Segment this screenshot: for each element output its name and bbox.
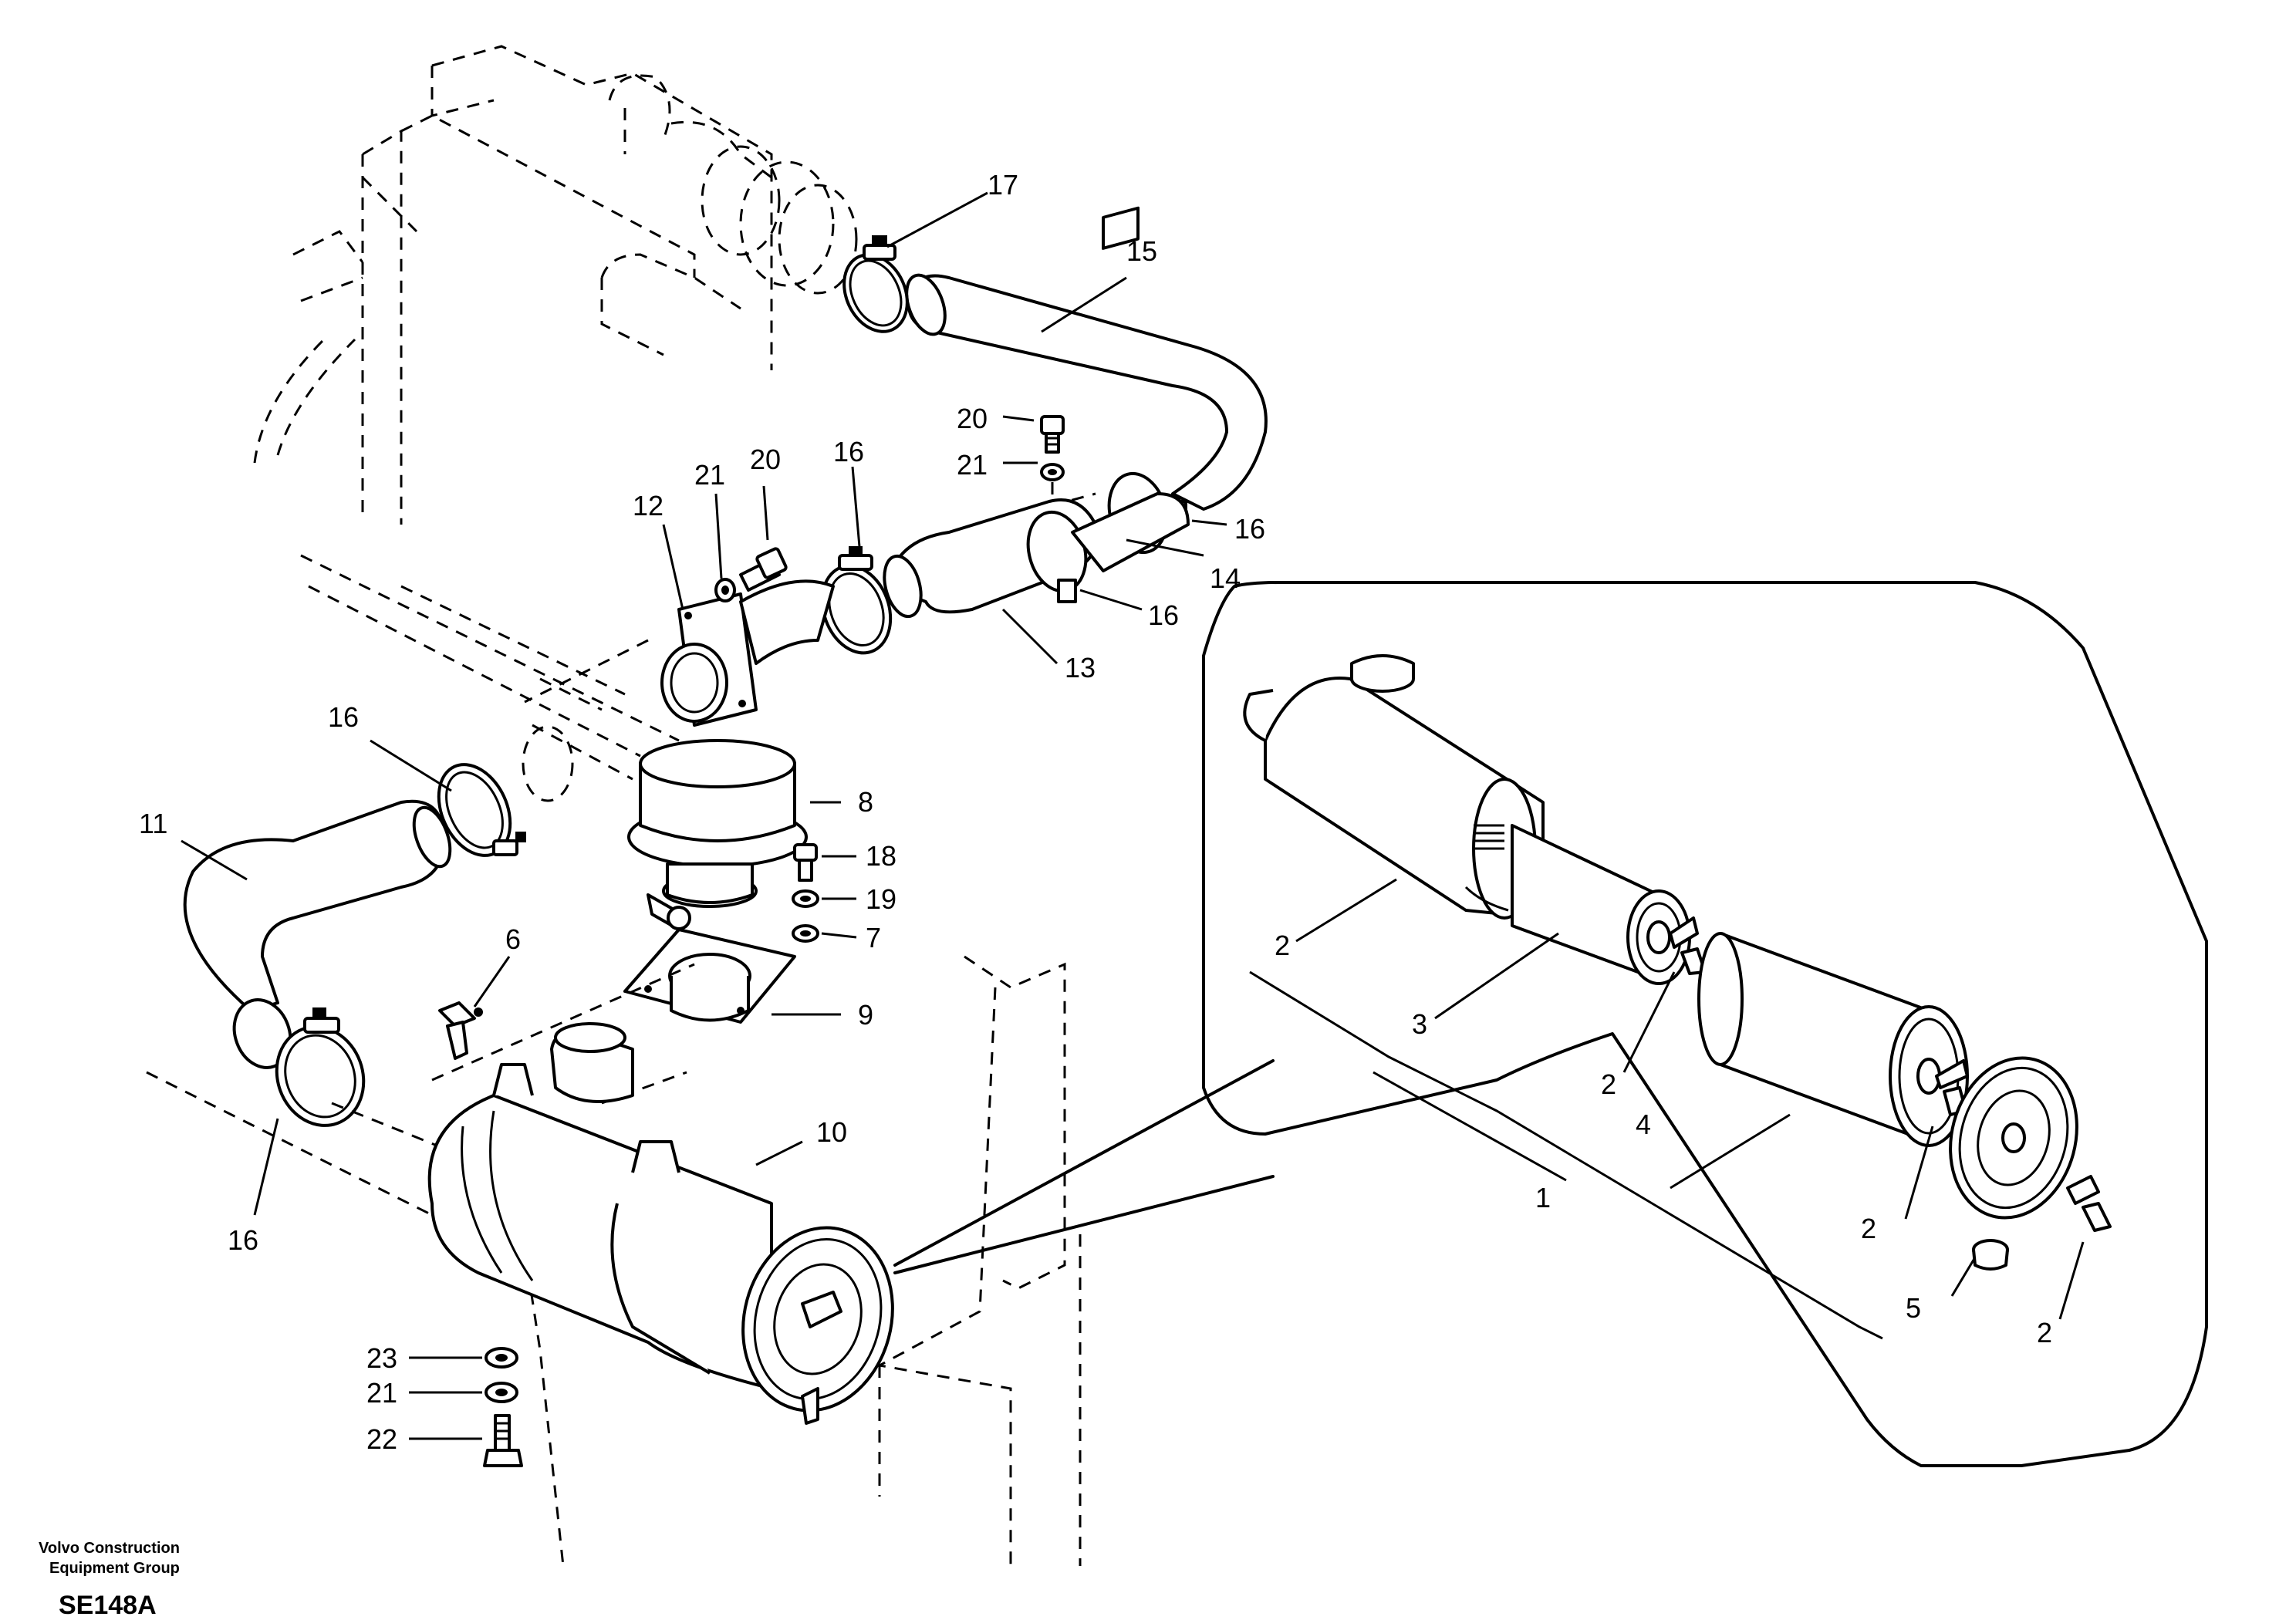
bolt-20-top <box>1040 415 1065 454</box>
washer-21-bottom <box>485 1382 518 1403</box>
washer-23 <box>485 1347 518 1369</box>
dust-valve-5 <box>1972 1239 2009 1271</box>
callout-3: 3 <box>1412 1008 1427 1040</box>
callout-15: 15 <box>1126 235 1157 267</box>
flange-elbow-12 <box>660 579 835 727</box>
washer-21-left <box>714 578 736 602</box>
callout-6: 6 <box>505 923 521 955</box>
callout-1: 1 <box>1535 1182 1551 1213</box>
drawing-code: SE148A <box>59 1591 157 1620</box>
pipe-14 <box>1071 206 1190 572</box>
callout-23: 23 <box>366 1342 397 1374</box>
callout-12: 12 <box>633 490 663 521</box>
callout-10: 10 <box>816 1116 847 1148</box>
callout-20-top: 20 <box>957 403 988 434</box>
callout-5: 5 <box>1906 1292 1921 1324</box>
callout-22: 22 <box>366 1423 397 1455</box>
turbo-outlet-hose <box>905 273 1268 511</box>
hose-clamp-16-upper <box>437 763 526 857</box>
washer-21-top <box>1040 463 1065 481</box>
callout-21-bottom: 21 <box>366 1377 397 1409</box>
filter-housing-detail <box>1243 654 1545 920</box>
hose-clamp-16-lower <box>275 1007 366 1127</box>
washer-7 <box>792 924 819 943</box>
hose-clamp-17 <box>842 235 909 333</box>
callout-8: 8 <box>858 786 873 818</box>
callout-16-top: 16 <box>833 436 864 467</box>
pre-cleaner-8 <box>627 739 808 931</box>
outer-filter-4 <box>1697 932 1969 1147</box>
leader-lines <box>181 191 2085 1440</box>
end-cover <box>1949 1056 2112 1232</box>
callout-14: 14 <box>1210 562 1241 594</box>
bolt-20-left <box>739 547 788 592</box>
bolt-22 <box>483 1414 523 1467</box>
callout-16-right: 16 <box>1234 513 1265 545</box>
callout-18: 18 <box>866 840 896 872</box>
footer: Volvo Construction Equipment Group SE148… <box>39 1540 180 1620</box>
callout-9: 9 <box>858 999 873 1031</box>
callout-17: 17 <box>988 169 1018 201</box>
engine-outline <box>253 45 858 781</box>
company-name-line2: Equipment Group <box>49 1560 180 1577</box>
callout-16-clamp: 16 <box>328 701 359 733</box>
callout-7: 7 <box>866 922 881 953</box>
callout-2-housing: 2 <box>1275 930 1290 961</box>
hose-clamp-16-left <box>820 546 893 655</box>
callout-2-cover: 2 <box>2037 1317 2052 1348</box>
callout-13: 13 <box>1065 652 1096 683</box>
washer-19 <box>792 889 819 908</box>
callout-19: 19 <box>866 883 896 915</box>
callout-20-left: 20 <box>750 444 781 475</box>
callout-11: 11 <box>139 808 167 839</box>
fitting-6 <box>438 1001 483 1060</box>
callout-labels: 17 15 20 21 16 14 16 13 16 21 20 12 16 1… <box>139 169 2052 1455</box>
inner-filter-3 <box>1511 824 1707 985</box>
detail-box <box>893 581 2208 1467</box>
callout-21-top: 21 <box>957 449 988 481</box>
callout-2-outer: 2 <box>1861 1213 1876 1244</box>
callout-21-left: 21 <box>694 459 725 491</box>
bolt-18 <box>793 843 818 882</box>
callout-4: 4 <box>1636 1109 1651 1140</box>
company-name-line1: Volvo Construction <box>39 1540 180 1557</box>
callout-16-bottom: 16 <box>228 1224 258 1256</box>
intake-hose-11 <box>183 799 452 1069</box>
flange-9 <box>623 928 796 1024</box>
air-filter-10 <box>146 955 1082 1567</box>
callout-16-mid: 16 <box>1148 599 1179 631</box>
callout-2-inner: 2 <box>1601 1068 1616 1100</box>
